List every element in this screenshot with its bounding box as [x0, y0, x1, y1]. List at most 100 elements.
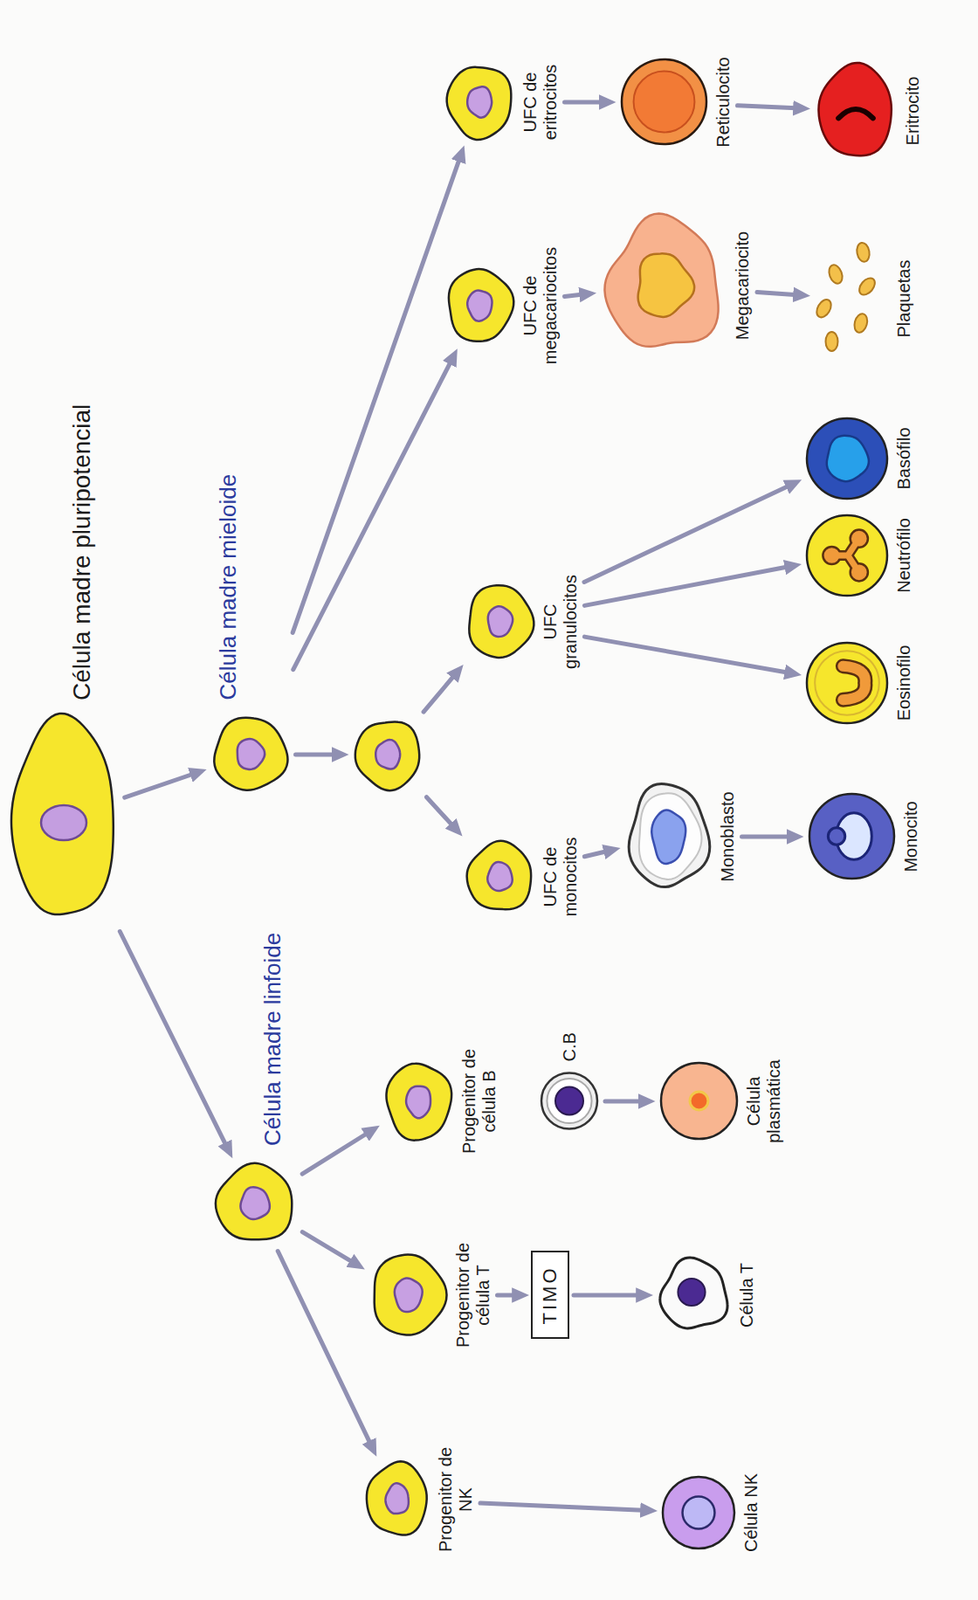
cell-part: [468, 585, 534, 659]
arrow-connector: [742, 834, 795, 840]
cell-node: Célula madre pluripotencial: [6, 709, 121, 928]
cell-illustration: [805, 791, 898, 883]
cell-node: C.B: [537, 1068, 601, 1135]
cell-node: Plaquetas: [812, 237, 891, 360]
cell-part: [487, 861, 512, 891]
arrow-connector: [296, 752, 340, 758]
cell-part: [546, 1078, 592, 1123]
cell-illustration: [618, 56, 710, 149]
cell-part: [842, 666, 865, 701]
cell-node: UFC granulocitos: [462, 580, 538, 664]
cell-part: [806, 515, 888, 596]
cell-label: Célula madre pluripotencial: [68, 404, 97, 701]
cell-label: Basófilo: [894, 406, 915, 511]
cell-part: [41, 805, 87, 841]
cell-label: Reticulocito: [713, 41, 734, 164]
cell-part: [11, 713, 114, 915]
cell-label: Eritrocito: [902, 49, 923, 173]
arrow-connector: [497, 1293, 521, 1298]
cell-part: [633, 71, 695, 133]
arrow-connector: [564, 100, 607, 105]
cell-node: Eritrocito: [812, 58, 900, 164]
cell-illustration: [442, 61, 517, 145]
cell-illustration: [462, 580, 538, 664]
cell-label: Progenitor de célula T: [453, 1238, 494, 1352]
arrow-connector: [292, 154, 462, 634]
cell-illustration: [462, 837, 538, 917]
cell-part: [806, 418, 888, 499]
arrow-connector: [584, 565, 793, 606]
cell-part: [447, 269, 513, 343]
cell-label: UFC de monocitos: [540, 824, 581, 930]
cell-part: [385, 1063, 452, 1141]
organ-box: TIMO: [530, 1251, 570, 1340]
arrow-connector: [427, 797, 457, 830]
cell-part: [662, 1476, 735, 1549]
cell-label: Progenitor de célula B: [459, 1044, 500, 1158]
arrow-connector: [584, 483, 793, 582]
cell-part: [838, 109, 874, 118]
cell-illustration: [812, 237, 891, 360]
cell-illustration: [654, 1253, 734, 1337]
cell-label: Célula plasmática: [743, 1039, 785, 1163]
cell-node: Progenitor de célula B: [381, 1057, 456, 1145]
cell-part: [373, 1254, 447, 1336]
cell-part: [661, 1063, 737, 1140]
cell-illustration: [208, 713, 292, 797]
cell-label: UFC de eritrocitos: [520, 45, 561, 159]
cell-part: [832, 538, 860, 573]
arrow-connector: [302, 1232, 357, 1265]
cell-label: Célula T: [736, 1242, 758, 1348]
cell-label: Progenitor de NK: [435, 1433, 476, 1565]
cell-node: Célula madre linfoide: [211, 1159, 299, 1247]
cell-part: [677, 1278, 705, 1306]
cell-label: Monocito: [901, 779, 922, 894]
arrow-connector: [584, 636, 793, 674]
cell-illustration: [803, 414, 891, 503]
cell-node: UFC de monocitos: [462, 837, 538, 917]
cell-part: [236, 739, 264, 771]
arrow-connector: [423, 671, 457, 712]
cell-illustration: [803, 511, 891, 600]
cell-node: Megacariocito: [598, 209, 730, 363]
arrow-connector: [302, 1130, 372, 1175]
cell-part: [541, 1073, 598, 1130]
cell-illustration: [351, 715, 426, 794]
cell-illustration: [659, 1473, 738, 1552]
cell-part: [628, 784, 710, 888]
cell-part: [826, 435, 869, 482]
cell-part: [385, 1483, 409, 1515]
cell-part: [604, 213, 718, 347]
cell-part: [856, 275, 879, 298]
cell-part: [393, 1278, 422, 1313]
cell-illustration: [598, 209, 730, 363]
cell-illustration: [442, 264, 517, 348]
cell-part: [682, 1496, 716, 1529]
cell-illustration: [211, 1159, 299, 1247]
cell-part: [813, 296, 834, 320]
cell-node: Basófilo: [803, 414, 891, 503]
cell-illustration: [362, 1458, 433, 1542]
cell-part: [487, 606, 512, 638]
cell-label: Megacariocito: [732, 206, 753, 365]
cell-illustration: [537, 1068, 601, 1135]
cell-illustration: [657, 1060, 741, 1144]
cell-illustration: [381, 1057, 456, 1145]
cell-part: [827, 827, 845, 845]
cell-label: Plaquetas: [894, 233, 915, 365]
cell-node: Neutrófilo: [803, 511, 891, 600]
cell-illustration: [6, 709, 121, 928]
cell-label: Célula NK: [741, 1451, 762, 1574]
cell-node: Eosinofilo: [803, 639, 891, 727]
cell-part: [806, 642, 888, 724]
cell-part: [406, 1086, 431, 1119]
cell-label: Eosinofilo: [894, 626, 915, 740]
cell-part: [446, 67, 511, 140]
cell-part: [215, 1163, 292, 1240]
cell-part: [467, 87, 492, 118]
cell-node: Monocito: [805, 791, 898, 883]
cell-illustration: [803, 639, 891, 727]
arrow-connector: [605, 1099, 647, 1104]
arrow-connector: [573, 1293, 644, 1298]
cell-label: Célula madre linfoide: [260, 932, 287, 1146]
